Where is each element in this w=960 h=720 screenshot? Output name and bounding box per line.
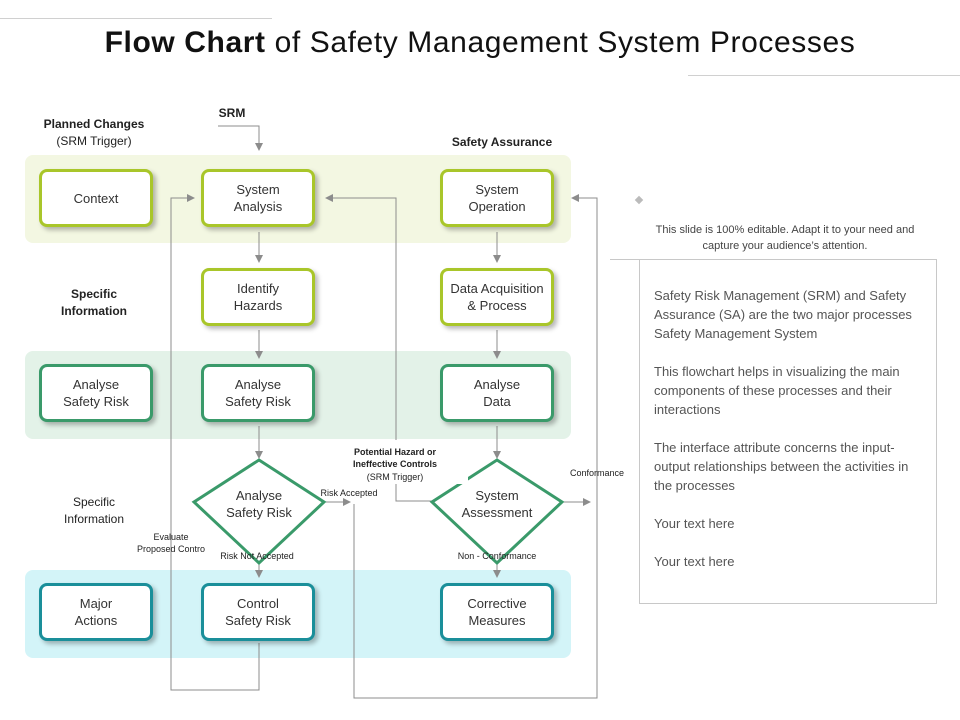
panel-paragraph-5: Your text here: [654, 554, 735, 569]
title-bold: Flow Chart: [104, 26, 266, 59]
edge-srm-input: [218, 125, 263, 151]
edge-label-evaluate-controls: Evaluate Proposed Contro: [136, 532, 206, 554]
label-specific-information-2: Specific Information: [63, 495, 125, 526]
edge-label-potential-hazard-trigger: (SRM Trigger): [366, 472, 424, 482]
decision-system-assessment-label: System Assessment: [461, 488, 533, 520]
panel-paragraph-2: This flowchart helps in visualizing the …: [654, 364, 900, 417]
node-data-acquisition: Data Acquisition & Process: [440, 268, 554, 326]
panel-paragraph-3: The interface attribute concerns the inp…: [654, 440, 909, 493]
label-srm-trigger: (SRM Trigger): [56, 134, 132, 148]
edge-label-conformance: Conformance: [569, 468, 625, 478]
edge-label-potential-hazard-bg: [322, 440, 468, 484]
decision-analyse-safety-risk-shape: [191, 458, 327, 566]
node-analyse-data: Analyse Data: [440, 364, 554, 422]
editable-note: This slide is 100% editable. Adapt it to…: [655, 224, 915, 252]
node-corrective-measures: Corrective Measures: [440, 583, 554, 641]
header-rule-right: [688, 75, 960, 76]
node-identify-hazards: Identify Hazards: [201, 268, 315, 326]
node-analyse-safety-risk-left: Analyse Safety Risk: [39, 364, 153, 422]
node-context: Context: [39, 169, 153, 227]
node-system-operation: System Operation: [440, 169, 554, 227]
edge-evaluate-loop: [170, 194, 260, 691]
node-control-safety-risk: Control Safety Risk: [201, 583, 315, 641]
edge-operation-loop: [353, 194, 598, 699]
edge-label-potential-hazard: Potential Hazard or Ineffective Controls: [352, 447, 437, 469]
node-analyse-safety-risk-mid: Analyse Safety Risk: [201, 364, 315, 422]
edge-label-risk-accepted: Risk Accepted: [320, 488, 378, 498]
edge-label-risk-not-accepted: Risk Not Accepted: [220, 551, 294, 561]
title-rest: of Safety Management System Processes: [274, 26, 856, 59]
label-safety-assurance: Safety Assurance: [451, 135, 553, 149]
description-panel: Safety Risk Management (SRM) and Safety …: [639, 259, 937, 604]
node-system-analysis: System Analysis: [201, 169, 315, 227]
header-rule-left: [0, 18, 272, 19]
node-major-actions: Major Actions: [39, 583, 153, 641]
edge-potential-hazard-loop: [325, 194, 432, 502]
edge-label-non-conformance: Non - Conformance: [457, 551, 537, 561]
label-specific-information-1: Specific Information: [61, 287, 127, 318]
panel-paragraph-1: Safety Risk Management (SRM) and Safety …: [654, 288, 912, 341]
label-planned-changes: Planned Changes: [43, 117, 145, 131]
decision-system-assessment-shape: [429, 458, 565, 566]
decision-analyse-safety-risk-label: Analyse Safety Risk: [226, 488, 292, 520]
page-title: Flow Chart of Safety Management System P…: [0, 26, 960, 60]
panel-paragraph-4: Your text here: [654, 516, 735, 531]
label-srm: SRM: [218, 106, 246, 120]
